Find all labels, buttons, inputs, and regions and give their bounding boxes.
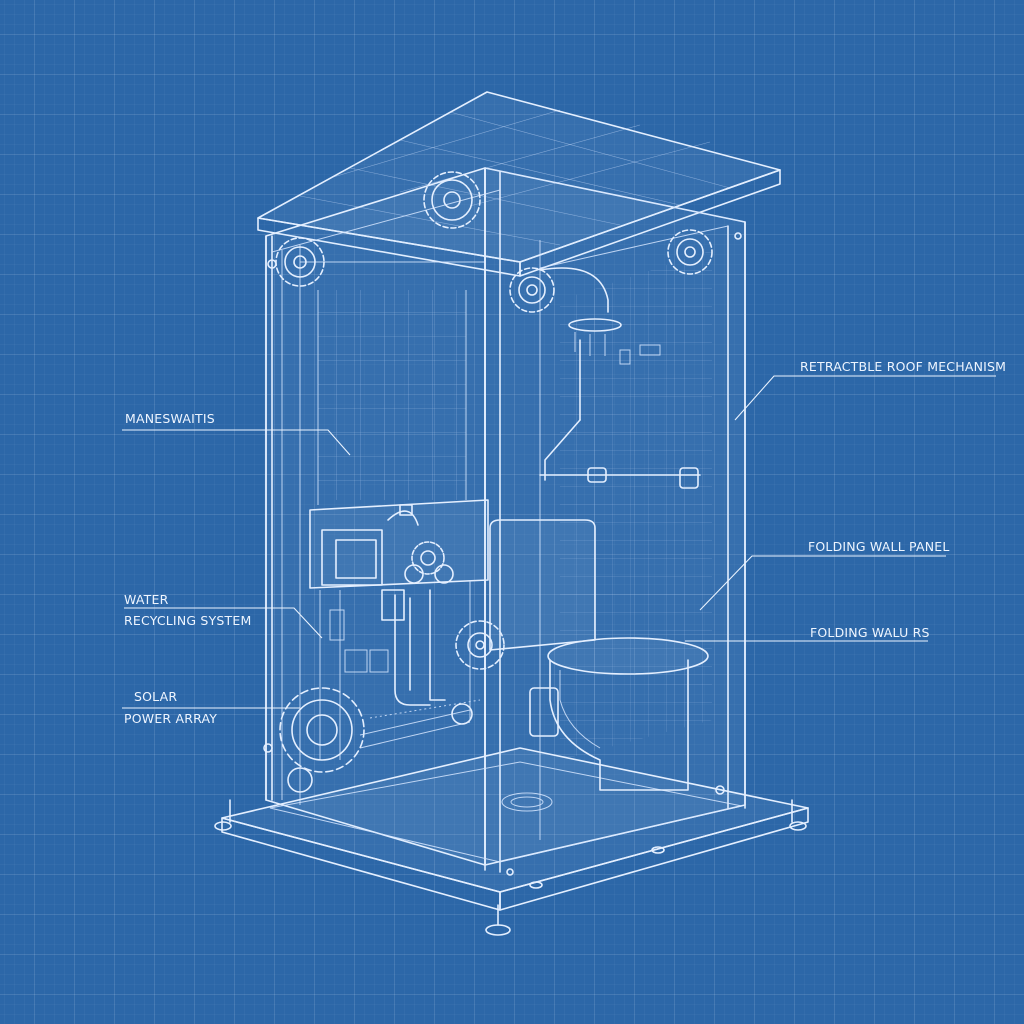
- gear-roof-right: [667, 229, 713, 275]
- frame-edges: [265, 167, 746, 873]
- label-folding-wall-panel: FOLDING WALL PANEL: [808, 539, 950, 554]
- toilet: [489, 519, 709, 791]
- leader-lines: [122, 375, 996, 709]
- sink-unit: [309, 499, 489, 589]
- gear-mid-right: [455, 620, 505, 670]
- label-solar: SOLAR: [134, 689, 178, 704]
- gear-top-center: [423, 171, 481, 229]
- base-platform: [214, 747, 809, 936]
- gear-roof-center: [509, 267, 555, 313]
- label-water: WATER: [124, 592, 169, 607]
- gear-bottom-small: [287, 703, 473, 793]
- corner-bolts: [263, 232, 742, 876]
- label-retractable-roof: RETRACTBLE ROOF MECHANISM: [800, 359, 1007, 374]
- label-recycling-system: RECYCLING SYSTEM: [124, 613, 252, 628]
- label-power-array: POWER ARRAY: [124, 711, 218, 726]
- label-folding-walls: FOLDING WALU RS: [810, 625, 930, 640]
- shower-head: [539, 267, 701, 489]
- label-maneswaitis: MANESWAITIS: [125, 411, 215, 426]
- water-recycling-machinery: [319, 541, 471, 760]
